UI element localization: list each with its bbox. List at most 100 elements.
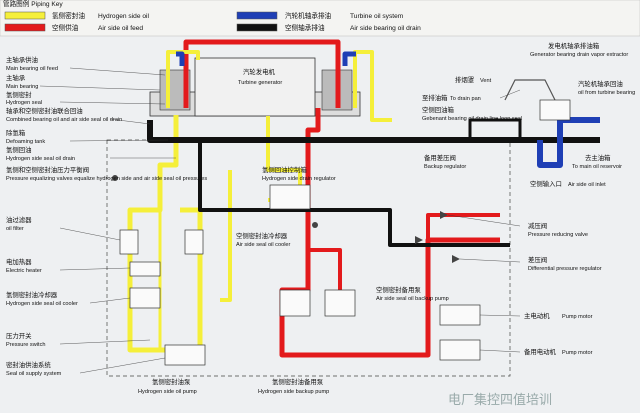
gauge-center bbox=[312, 222, 318, 228]
label-backup-motor-en: Pump motor bbox=[562, 350, 593, 356]
labels-left: 主轴承供油 Main bearing oil feed 主轴承 Main bea… bbox=[6, 55, 207, 377]
label-h2-pump-zh: 氢侧密封油泵 bbox=[152, 377, 191, 386]
watermark-text: 电厂集控四值培训 bbox=[448, 392, 552, 408]
label-main-reservoir-zh: 去主油箱 bbox=[585, 153, 611, 162]
label-backup-reg-en: Backup regulator bbox=[424, 164, 466, 170]
label-differential-zh: 差压阀 bbox=[528, 255, 547, 264]
air-cooler-left bbox=[279, 289, 311, 317]
label-extractor-en: Generator bearing drain vapor extractor bbox=[530, 52, 628, 58]
label-pump-motor-zh: 主电动机 bbox=[524, 311, 550, 320]
valves bbox=[112, 175, 460, 263]
equipment bbox=[119, 99, 571, 366]
label-main-reservoir-en: To main oil reservoir bbox=[572, 164, 622, 170]
vapor-extractor bbox=[539, 99, 571, 121]
label-reducing-en: Pressure reducing valve bbox=[528, 232, 588, 238]
label-hydrogen-seal-zh: 氢侧密封 bbox=[6, 90, 32, 99]
air-cooler-right bbox=[324, 289, 356, 317]
air-pump-backup bbox=[439, 339, 481, 361]
label-vent-zh: 排烟罩 bbox=[455, 75, 475, 84]
label-h2-backup-zh: 氢侧密封油备用泵 bbox=[272, 377, 324, 386]
label-equalizing-zh: 氢侧和空侧密封油压力平衡阀 bbox=[6, 165, 89, 174]
key-label-hydrogen-zh: 氢侧密封油 bbox=[52, 11, 85, 20]
label-main-bearing-zh: 主轴承 bbox=[6, 73, 26, 82]
pipe-turbine-left bbox=[176, 51, 185, 66]
label-h2-cooler-zh: 氢侧密封油冷却器 bbox=[6, 290, 58, 299]
vent-pipe bbox=[504, 79, 556, 101]
label-equalizing-en: Pressure equalizing valves equalize hydr… bbox=[6, 176, 207, 182]
label-hydrogen-drain-en: Hydrogen side seal oil drain bbox=[6, 156, 75, 162]
label-h2-cooler-en: Hydrogen side seal oil cooler bbox=[6, 301, 78, 307]
label-loop-seal-zh: 空侧回油箱 bbox=[422, 105, 455, 114]
label-h2-pump-en: Hydrogen side oil pump bbox=[138, 389, 197, 395]
label-pressure-switch-en: Pressure switch bbox=[6, 342, 45, 348]
hydrogen-cooler bbox=[129, 287, 161, 309]
key-swatch-hydrogen bbox=[4, 11, 46, 20]
label-loop-seal-en: Gebenant bearing oil drain line loop sea… bbox=[422, 116, 522, 122]
label-extractor-zh: 发电机轴承排油箱 bbox=[548, 41, 600, 50]
label-air-cooler-en: Air side seal oil cooler bbox=[236, 242, 291, 248]
label-air-backup-zh: 空侧密封备用泵 bbox=[376, 285, 421, 294]
label-main-bearing-feed-zh: 主轴承供油 bbox=[6, 55, 38, 64]
turbine-generator: 汽轮发电机 Turbine generator bbox=[149, 57, 361, 117]
label-drain-pan-zh: 至排油箱 bbox=[422, 93, 448, 102]
pipe-air-feed-branch bbox=[426, 213, 500, 240]
labels-right: 排烟罩 Vent 发电机轴承排油箱 Generator bearing drai… bbox=[422, 41, 635, 356]
label-pump-motor-en: Pump motor bbox=[562, 314, 593, 320]
hydrogen-pump bbox=[164, 344, 206, 366]
label-combined-drain-zh: 轴承和空侧密封油联合回油 bbox=[6, 106, 83, 115]
label-main-bearing-feed-en: Main bearing oil feed bbox=[6, 66, 58, 72]
drain-regulator-box bbox=[269, 184, 311, 210]
pipe-air-drain-main bbox=[147, 120, 600, 143]
label-oil-filter-zh: 油过滤器 bbox=[6, 215, 32, 224]
gauge-left bbox=[112, 175, 118, 181]
label-turbine-return-en: oil from turbine bearing bbox=[578, 90, 635, 96]
pipe-air-feed-cooler bbox=[308, 248, 342, 290]
label-hydrogen-drain-zh: 氢侧回油 bbox=[6, 145, 32, 154]
valve-pressure-reducing bbox=[440, 211, 448, 219]
label-drain-reg-zh: 氢侧回油控制箱 bbox=[262, 165, 307, 174]
label-air-inlet-en: Air side oil inlet bbox=[568, 182, 606, 188]
label-heater-zh: 电加热器 bbox=[6, 257, 32, 266]
key-label-hydrogen-en: Hydrogen side oil bbox=[98, 13, 149, 20]
key-label-turbine-en: Turbine oil system bbox=[350, 13, 404, 20]
pipes bbox=[127, 39, 600, 358]
generator-label-en: Turbine generator bbox=[238, 80, 282, 86]
label-air-inlet-zh: 空侧输入口 bbox=[530, 179, 562, 188]
valve-differential bbox=[452, 255, 460, 263]
label-supply-en: Seal oil supply system bbox=[6, 371, 62, 377]
key-label-air-feed-en: Air side oil feed bbox=[98, 25, 143, 32]
leader-lines bbox=[39, 67, 521, 374]
generator-label-zh: 汽轮发电机 bbox=[243, 67, 276, 76]
label-backup-motor-zh: 备用电动机 bbox=[524, 347, 557, 356]
label-pressure-switch-zh: 压力开关 bbox=[6, 331, 32, 340]
key-title: 管路图例 Piping Key bbox=[3, 0, 63, 8]
label-h2-backup-en: Hydrogen side backup pump bbox=[258, 389, 329, 395]
label-heater-en: Electric heater bbox=[6, 268, 42, 274]
pipe-hydrogen-top-right bbox=[353, 50, 392, 122]
label-drain-reg-en: Hydrogen side drain regulator bbox=[262, 176, 336, 182]
label-hydrogen-seal-en: Hydrogen seal bbox=[6, 100, 42, 106]
key-swatch-turbine bbox=[236, 11, 278, 20]
pipe-air-drain-lower bbox=[198, 140, 510, 247]
oil-filter-left bbox=[119, 229, 139, 255]
key-swatch-air-feed bbox=[4, 23, 46, 32]
pipe-air-feed-top bbox=[183, 39, 341, 108]
electric-heater bbox=[129, 261, 161, 277]
label-main-bearing-en: Main bearing bbox=[6, 84, 38, 90]
key-swatch-air-drain bbox=[236, 23, 278, 32]
label-defoaming-zh: 除氢箱 bbox=[6, 128, 26, 137]
generator-body bbox=[194, 57, 316, 117]
label-turbine-return-zh: 汽轮机轴承回油 bbox=[578, 79, 623, 88]
key-label-turbine-zh: 汽轮机轴承排油 bbox=[285, 11, 332, 20]
piping-key: 管路图例 Piping Key 氢侧密封油 Hydrogen side oil … bbox=[0, 0, 640, 37]
label-drain-pan-en: To drain pan bbox=[450, 96, 481, 102]
label-supply-zh: 密封油供油系统 bbox=[6, 360, 51, 369]
label-combined-drain-en: Combined bearing oil and air side seal o… bbox=[6, 117, 122, 123]
pipe-hydrogen-main bbox=[127, 115, 203, 353]
label-defoaming-en: Defoaming tank bbox=[6, 139, 45, 145]
air-pump-main bbox=[439, 304, 481, 326]
pipe-loop-seal bbox=[468, 118, 522, 140]
key-label-air-drain-en: Air side bearing oil drain bbox=[350, 25, 421, 32]
